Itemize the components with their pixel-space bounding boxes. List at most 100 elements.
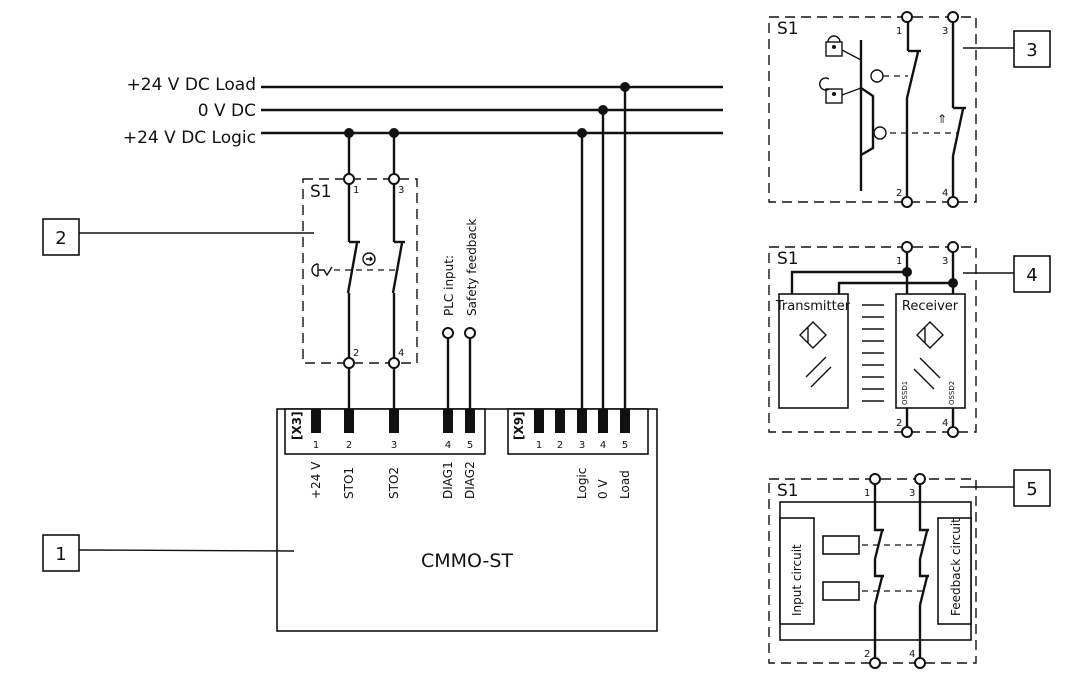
safety-feedback-label: Safety feedback bbox=[465, 219, 479, 316]
ossd2-label: OSSD2 bbox=[948, 381, 956, 405]
terminal bbox=[901, 11, 913, 23]
signal-label: DIAG1 bbox=[441, 461, 455, 499]
terminal bbox=[901, 196, 913, 208]
device-cmmo-st: CMMO-ST [X3] 1 2 3 4 5 +24 V STO1 STO2 D… bbox=[276, 408, 658, 632]
actuator bbox=[860, 87, 875, 157]
variant-4-light-curtain: S1 Transmitter Receiver OSSD1 OSSD2 bbox=[768, 241, 1051, 438]
terminal bbox=[388, 357, 400, 369]
receiver-box bbox=[895, 293, 966, 409]
terminal-label: 3 bbox=[942, 256, 948, 267]
terminal-label: 4 bbox=[398, 348, 404, 359]
pin-number: 4 bbox=[445, 440, 451, 451]
terminal-label: 3 bbox=[942, 26, 948, 37]
relay-coil bbox=[822, 581, 860, 601]
pin-number: 5 bbox=[622, 440, 628, 451]
unlock-icon bbox=[825, 88, 843, 104]
keyhole bbox=[832, 45, 836, 49]
bus-load-label: +24 V DC Load bbox=[127, 75, 256, 95]
signal-label: STO1 bbox=[342, 467, 356, 499]
variant-3-guard-lock: S1 ⇑ 1 3 2 4 3 bbox=[768, 11, 1051, 208]
pin bbox=[534, 409, 544, 433]
pin-number: 1 bbox=[313, 440, 319, 451]
x9-label: [X9] bbox=[512, 411, 526, 440]
callout-number: 3 bbox=[1026, 40, 1037, 61]
latch-arrow-icon bbox=[366, 256, 373, 262]
pin bbox=[465, 409, 475, 433]
switch-tag: S1 bbox=[310, 182, 332, 202]
terminal bbox=[947, 11, 959, 23]
wire bbox=[918, 559, 929, 578]
terminal bbox=[388, 173, 400, 185]
signal-label: DIAG2 bbox=[463, 461, 477, 499]
signal-label: Logic bbox=[575, 468, 589, 499]
pin bbox=[311, 409, 321, 433]
signal-label: STO2 bbox=[387, 467, 401, 499]
junction-dot bbox=[948, 278, 958, 288]
bus-0v-label: 0 V DC bbox=[198, 101, 256, 121]
pin bbox=[620, 409, 630, 433]
pin bbox=[598, 409, 608, 433]
transmitter-box bbox=[778, 293, 849, 409]
feedback-circuit-box bbox=[937, 517, 972, 625]
emitter-arrows-icon bbox=[805, 356, 832, 388]
receiver-label: Receiver bbox=[902, 299, 959, 314]
contact-blade bbox=[918, 576, 929, 606]
pin-number: 5 bbox=[467, 440, 473, 451]
terminal-label: 2 bbox=[864, 649, 870, 660]
switch-tag: S1 bbox=[777, 19, 799, 39]
terminal bbox=[442, 327, 454, 339]
bus-logic-label: +24 V DC Logic bbox=[123, 128, 256, 148]
mushroom-button-icon bbox=[311, 263, 333, 277]
callout-box bbox=[42, 218, 80, 256]
callout-2: 2 bbox=[42, 218, 314, 256]
roller-icon bbox=[870, 69, 884, 83]
input-circuit-box bbox=[779, 517, 815, 625]
callout-number: 1 bbox=[55, 544, 66, 565]
terminal-label: 3 bbox=[398, 185, 404, 196]
terminal bbox=[947, 241, 959, 253]
pin-number: 1 bbox=[536, 440, 542, 451]
terminal-label: 3 bbox=[909, 488, 915, 499]
sensor-icon bbox=[916, 321, 944, 349]
wire bbox=[873, 479, 884, 532]
switch-frame bbox=[768, 246, 977, 433]
terminal bbox=[914, 657, 926, 669]
lock-shackle bbox=[827, 35, 841, 43]
device-name: CMMO-ST bbox=[421, 550, 513, 572]
terminal bbox=[343, 173, 355, 185]
wire bbox=[873, 559, 884, 578]
terminal bbox=[901, 426, 913, 438]
pin-number: 2 bbox=[346, 440, 352, 451]
junction-dot bbox=[902, 267, 912, 277]
terminal bbox=[947, 426, 959, 438]
contact-blade bbox=[346, 242, 359, 294]
leader-line bbox=[78, 549, 295, 552]
callout-1: 1 bbox=[42, 534, 295, 572]
sensor-icon bbox=[799, 321, 827, 349]
switch-tag: S1 bbox=[777, 481, 799, 501]
pin bbox=[443, 409, 453, 433]
switch-s1-main: S1 1 3 2 4 bbox=[302, 133, 418, 410]
plc-input-label: PLC input: bbox=[442, 255, 456, 316]
pin bbox=[555, 409, 565, 433]
signal-label: Load bbox=[618, 470, 632, 499]
x3-label: [X3] bbox=[290, 411, 304, 440]
callout-box bbox=[1013, 255, 1051, 293]
switch-frame bbox=[302, 178, 418, 364]
lock-icon bbox=[825, 41, 843, 57]
contact-blade bbox=[873, 530, 884, 560]
pin-number: 3 bbox=[391, 440, 397, 451]
terminal-label: 4 bbox=[909, 649, 915, 660]
relay-coil bbox=[822, 535, 860, 555]
wire bbox=[837, 281, 953, 294]
receiver-arrows-icon bbox=[913, 357, 941, 390]
terminal bbox=[901, 241, 913, 253]
contact-blade bbox=[918, 530, 929, 560]
terminal-label: 1 bbox=[864, 488, 870, 499]
plc-feedback: PLC input: Safety feedback bbox=[442, 219, 479, 410]
terminal bbox=[343, 357, 355, 369]
callout-box bbox=[1013, 30, 1051, 68]
terminal-label: 1 bbox=[896, 256, 902, 267]
pin-number: 3 bbox=[579, 440, 585, 451]
